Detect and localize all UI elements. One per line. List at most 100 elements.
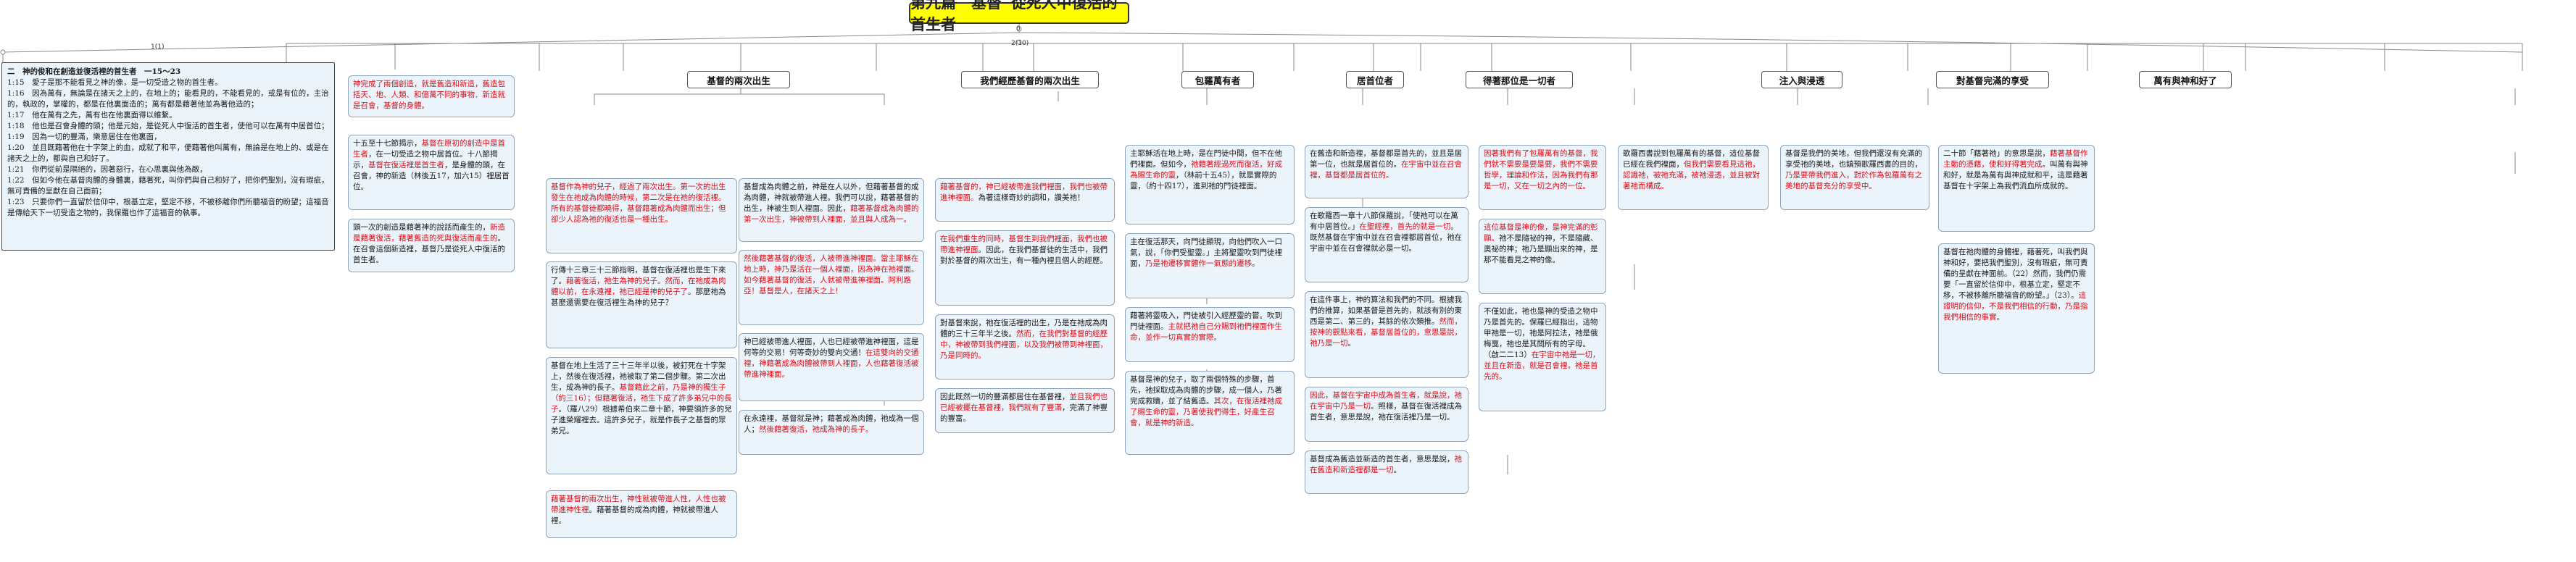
node-image-of-god[interactable]: 這位基督是神的像，是神完滿的彰顯。祂不是隨祕的神，不是隨藏、奧祕的神；祂乃是顯出… bbox=[1479, 219, 1606, 294]
node-text-segment: 不僅如此，祂也是神的受造之物中乃是首先的。保羅已經指出，這物甲祂是一切，祂是阿拉… bbox=[1484, 307, 1598, 359]
node-old-new-creation[interactable]: 基督成為舊造並新造的首生者，意思是說，祂在舊造和新造裡都是一切。 bbox=[1305, 450, 1468, 494]
node-mingling[interactable]: 藉著基督的，神已經被帶進我們裡面，我們也被帶進神裡面。為著這樣奇妙的調和，讚美祂… bbox=[935, 178, 1115, 222]
node-first-place[interactable]: 在舊造和新造裡，基督都是首先的，並且是居第一位，也就是居首位的。在宇宙中並在召會… bbox=[1305, 145, 1468, 198]
scripture-line: 1:23 只要你們一直留於信仰中，根基立定，堅定不移，不被移離你們所聽福音的盼望… bbox=[7, 198, 329, 217]
node-text-segment: 主在復活那天，向門徒顯現，向他們吹入一口氣，說，「你們受聖靈。」主將聖靈吹到門徒… bbox=[1130, 238, 1282, 268]
node-text-segment: ，完滿了神豐的豐富。 bbox=[940, 403, 1108, 423]
node-text-segment: 在宇宙中並在召會裡，基督都是居首位的。 bbox=[1310, 160, 1462, 180]
scripture-line: 1:22 但如今他在基督肉體的身體裏，藉著死，叫你們與自己和好了，把你們聖別，沒… bbox=[7, 176, 329, 196]
node-resurrection[interactable]: 然後藉著基督的復活，人被帶進神裡面。當主耶穌在地上時，神乃是活在一個人裡面，因為… bbox=[739, 250, 924, 325]
node-text-segment: 行傳十三章三十三節指明，基督在復活裡也是生下來了。 bbox=[551, 266, 726, 285]
scripture-line: 1:21 你們從前是隔絕的，因著惡行，在心思裏與他為敵， bbox=[7, 165, 207, 174]
node-regeneration[interactable]: 在我們重生的同時，基督生到我們裡面，我們也被帶進神裡面。因此，在我們基督徒的生活… bbox=[935, 230, 1115, 306]
category-gaining-the-one[interactable]: 得著那位是一切者 bbox=[1466, 71, 1573, 88]
node-gods-reckoning[interactable]: 在這件事上，神的算法和我們的不同。根據我們的推算，如果基督是首先的，就該有別的東… bbox=[1305, 291, 1468, 378]
node-text-segment: 藉著基督的兩次出生，神性就被帶進人性，人性也被帶進神性裡 bbox=[551, 495, 726, 514]
node-text-segment: 。 bbox=[1347, 339, 1356, 348]
node-text-segment: 頭一次的創造是藉著神的說話而產生的， bbox=[353, 223, 490, 232]
left-scripture-box[interactable]: 二 神的俊和在創造並復活裡的首生者 一15～23 1:15 愛子是那不能看見之神的… bbox=[1, 62, 335, 251]
left-scripture-lines: 二 神的俊和在創造並復活裡的首生者 一15～23 1:15 愛子是那不能看見之神的… bbox=[7, 67, 329, 219]
node-text-segment: 基督藉此之前，乃是神的獨生子（約三16）；但藉著復活，祂生下成了許多弟兄中的長子 bbox=[551, 383, 732, 414]
node-imparting[interactable]: 藉著將靈吸入，門徒被引入經歷靈的嘗。吹到門徒裡面。主就把祂自己分賜到祂們裡面作生… bbox=[1125, 307, 1295, 362]
category-preeminent[interactable]: 居首位者 bbox=[1346, 71, 1404, 88]
scripture-line: 1:19 因為一切的豐滿，樂意居住在他裏面， bbox=[7, 133, 162, 141]
node-text-segment: 。那麼祂為甚麼還需要在復活裡生為神的兒子？ bbox=[551, 288, 726, 307]
node-fullness[interactable]: 因此既然一切的豐滿都居住在基督裡，並且我們也已經被擺在基督裡，我們就有了豐滿，完… bbox=[935, 388, 1115, 433]
node-text-segment: 。（羅八29）根據希伯來二章十節，神要領許多的兒子進榮耀裡去。這許多兒子，就是作… bbox=[551, 405, 732, 435]
node-text-segment: 新造是藉著復活，藉著舊造的死與復活而產生的 bbox=[353, 223, 505, 243]
node-text-segment: 。藉著基督的成為肉體，神就被帶進人裡。 bbox=[551, 506, 718, 525]
node-text-segment: 藉著復活，祂生為神的兒子。然而，在祂成為肉體以前，在永遠裡，祂已經是神的兒子了 bbox=[551, 277, 726, 296]
node-divinity-humanity[interactable]: 藉著基督的兩次出生，神性就被帶進人性，人性也被帶進神性裡。藉著基督的成為肉體，神… bbox=[546, 490, 737, 538]
node-text-segment: 。 bbox=[1393, 466, 1402, 474]
node-text-segment: 在永遠裡，基督就是神；藉著成為肉體，祂成為一個人； bbox=[744, 414, 919, 434]
scripture-line: 1:18 他也是召會身體的頭；他是元始，是從死人中復活的首生者，使他可以在萬有中… bbox=[7, 122, 329, 130]
node-text-segment: 主耶穌活在地上時，是在門徒中間，但不在他們裡面。但如今， bbox=[1130, 149, 1282, 169]
node-continue-in-faith[interactable]: 基督在祂肉體的身體裡，藉著死，叫我們與神和好，要把我們聖別，沒有瑕疵，無可責備的… bbox=[1938, 243, 2095, 374]
node-two-way-traffic[interactable]: 神已經被帶進人裡面，人也已經被帶進神裡面，這是何等的交易！何等奇妙的雙向交通！在… bbox=[739, 333, 924, 401]
node-text-segment: 藉著基督作主動的憑藉，使和好得著完成 bbox=[1943, 149, 2088, 169]
node-firstborn-creation-resurrection[interactable]: 十五至十七節揭示，基督在原初的創造中是首生者，在一切受造之物中居首位。十八節揭示… bbox=[348, 135, 515, 210]
scripture-line: 1:16 因為萬有，無論是在諸天之上的，在地上的；能看見的，不能看見的，或是有位… bbox=[7, 89, 329, 109]
node-text-segment: 因著我們有了包羅萬有的基督，我們就不需要是要是要，我們不需要哲學，理論和作法，因… bbox=[1484, 149, 1598, 190]
category-full-enjoyment[interactable]: 對基督完滿的享受 bbox=[1936, 71, 2049, 88]
category-experience-two-births[interactable]: 我們經歷基督的兩次出生 bbox=[961, 71, 1099, 88]
node-life-giving-spirit[interactable]: 主耶穌活在地上時，是在門徒中間，但不在他們裡面。但如今，祂藉著經過死而復活，好成… bbox=[1125, 145, 1295, 225]
node-text-segment: 。既然基督在宇宙中並在召會裡都居首位，祂在宇宙中並在召會裡就必是一切。 bbox=[1310, 222, 1462, 253]
node-text-segment: 祂藉著經過死而復活，好成為賜生命的靈 bbox=[1130, 160, 1282, 180]
node-text-segment: 然而，在我們對基督的經歷中，神被帶到我們裡面，以及我們被帶到神裡面，乃是同時的。 bbox=[940, 330, 1108, 360]
node-text-segment: 對基督來說，祂在復活裡的出生，乃是在祂成為肉體的三十三年半之後。 bbox=[940, 319, 1108, 338]
node-two-creations[interactable]: 神完成了兩個創造，就是舊造和新造，舊造包括天、地、人類、和億萬不同的事物．新造就… bbox=[348, 75, 515, 117]
root-title[interactable]: 第九篇 基督─從死人中復活的首生者 bbox=[909, 0, 1129, 33]
category-two-births[interactable]: 基督的兩次出生 bbox=[687, 71, 790, 88]
node-breathed[interactable]: 主在復活那天，向門徒顯現，向他們吹入一口氣，說，「你們受聖靈。」主將聖靈吹到門徒… bbox=[1125, 233, 1295, 298]
node-two-births[interactable]: 基督作為神的兒子，經過了兩次出生。第一次的出生發生在祂成為肉體的時候，第二次是在… bbox=[546, 178, 737, 253]
node-eternity[interactable]: 在永遠裡，基督就是神；藉著成為肉體，祂成為一個人；然後藉著復活，祂成為神的長子。 bbox=[739, 410, 924, 455]
node-text-segment: 歌羅西書說到包羅萬有的基督，這位基督已經在我們裡面， bbox=[1623, 149, 1760, 169]
node-text-segment: 因此既然一切的豐滿都居住在基督裡， bbox=[940, 393, 1070, 401]
node-text-segment: 基督是神的兒子，取了兩個特殊的步驟，首先，祂採取成為肉體的步驟，成一個人，乃著完… bbox=[1130, 375, 1282, 406]
left-branch-counter: 1(1) bbox=[151, 43, 165, 51]
node-text-segment: 神已經被帶進人裡面，人也已經被帶進神裡面，這是何等的交易！何等奇妙的雙向交通！ bbox=[744, 337, 919, 357]
node-text-segment: 二十節「藉著祂」的意思是說， bbox=[1943, 149, 2050, 158]
scripture-line: 二 神的俊和在創造並復活裡的首生者 一15～23 bbox=[7, 67, 181, 76]
node-text-segment: ，在一切受造之物中居首位。十八節揭示， bbox=[353, 150, 498, 169]
root-counter: 0 bbox=[1016, 25, 1021, 33]
node-acts-13-33[interactable]: 行傳十三章三十三節指明，基督在復活裡也是生下來了。藉著復活，祂生為神的兒子。然而… bbox=[546, 261, 737, 348]
node-text-segment: 。 bbox=[1252, 259, 1260, 268]
node-text-segment: 然後藉著基督的復活，人被帶進神裡面。當主耶穌在地上時，神乃是活在一個人裡面，因為… bbox=[744, 254, 919, 295]
node-col-1-18[interactable]: 在歌羅西一章十八節保羅說，「使祂可以在萬有中居首位。」在聖經裡，首先的就是一切。… bbox=[1305, 207, 1468, 282]
node-text-segment: 在舊造和新造裡，基督都是首先的，並且是居第一位，也就是居首位的。 bbox=[1310, 149, 1462, 169]
node-text-segment: 基督在原初的創造中是首生者 bbox=[353, 139, 505, 159]
node-firstborn-son[interactable]: 基督在地上生活了三十三年半以後，被釘死在十字架上，然後在復活裡，祂被取了第二個步… bbox=[546, 357, 737, 474]
category-all-inclusive[interactable]: 包羅萬有者 bbox=[1181, 71, 1254, 88]
node-new-creation[interactable]: 頭一次的創造是藉著神的說話而產生的，新造是藉著復活，藉著舊造的死與復活而產生的。… bbox=[348, 219, 515, 272]
node-incarnation[interactable]: 基督成為肉體之前，神是在人以外，但藉著基督的成為肉體，神就被帶進人裡。我們可以說… bbox=[739, 178, 924, 242]
right-branch-counter: 2(10) bbox=[1011, 40, 1029, 47]
node-text-segment: 然而，按神的觀點來看，基督居首位的，意思是說，祂乃是一切 bbox=[1310, 317, 1462, 348]
node-text-segment: 基督在地上生活了三十三年半以後，被釘死在十字架上，然後在復活裡，祂被取了第二個步… bbox=[551, 361, 726, 392]
node-text-segment: 基督在祂肉體的身體裡，藉著死，叫我們與神和好，要把我們聖別，沒有瑕疵，無可責備的… bbox=[1943, 248, 2088, 300]
node-simultaneous[interactable]: 對基督來說，祂在復活裡的出生，乃是在祂成為肉體的三十三年半之後。然而，在我們對基… bbox=[935, 314, 1115, 379]
node-text-segment: 祂在舊造和新造裡都是一切 bbox=[1310, 455, 1462, 474]
node-text-segment: 神完成了兩個創造，就是舊造和新造，舊造包括天、地、人類、和億萬不同的事物．新造就… bbox=[353, 80, 505, 110]
node-text-segment: 基督成為舊造並新造的首生者，意思是說， bbox=[1310, 455, 1455, 464]
scripture-line: 1:15 愛子是那不能看見之神的像，是一切受造之物的首生者。 bbox=[7, 78, 223, 87]
category-infusion[interactable]: 注入與浸透 bbox=[1761, 71, 1842, 88]
node-text-segment: 藉著基督成為肉體的第一次出生，神被帶到人裡面，並且與人成為一。 bbox=[744, 204, 919, 224]
category-reconciled[interactable]: 萬有與神和好了 bbox=[2139, 71, 2232, 88]
node-text-segment: 因此，基督在宇宙中成為首生者，就是說，祂在宇宙中乃是一切 bbox=[1310, 391, 1462, 411]
node-good-land[interactable]: 基督是我們的美地，但我們還沒有充滿的享受祂的美地，也鎮預歌羅西書的目的，乃是要帶… bbox=[1780, 145, 1929, 210]
node-no-philosophy[interactable]: 因著我們有了包羅萬有的基督，我們就不需要是要是要，我們不需要哲學，理論和作法，因… bbox=[1479, 145, 1606, 210]
node-text-segment: 然後藉著復活，祂成為神的長子。 bbox=[759, 425, 873, 434]
node-text-segment: 在聖經裡，首先的就是一切 bbox=[1359, 222, 1451, 231]
node-text-segment: 為著這樣奇妙的調和，讚美祂！ bbox=[978, 193, 1085, 202]
node-through-him[interactable]: 二十節「藉著祂」的意思是說，藉著基督作主動的憑藉，使和好得著完成。叫萬有與神和好… bbox=[1938, 145, 2095, 232]
node-alpha-omega[interactable]: 不僅如此，祂也是神的受造之物中乃是首先的。保羅已經指出，這物甲祂是一切，祂是阿拉… bbox=[1479, 303, 1606, 411]
node-universe-everything[interactable]: 因此，基督在宇宙中成為首生者，就是說，祂在宇宙中乃是一切。照樣，基督在復活裡成為… bbox=[1305, 387, 1468, 442]
node-two-steps[interactable]: 基督是神的兒子，取了兩個特殊的步驟，首先，祂採取成為肉體的步驟，成一個人，乃著完… bbox=[1125, 371, 1295, 455]
node-infusion-text[interactable]: 歌羅西書說到包羅萬有的基督，這位基督已經在我們裡面，但我們需要看見這祂，認識祂，… bbox=[1618, 145, 1769, 210]
node-text-segment: 其次，在復活裡祂成了賜生命的靈，乃著使我們得生，好產生召會，就是神的新造。 bbox=[1130, 397, 1282, 427]
node-text-segment: 祂不是隨祕的神，不是隨藏、奧祕的神；祂乃是顯出來的神，是那不能看見之神的像。 bbox=[1484, 234, 1598, 264]
node-text-segment: 在這件事上，神的算法和我們的不同。根據我們的推算，如果基督是首先的，就該有別的東… bbox=[1310, 295, 1462, 326]
